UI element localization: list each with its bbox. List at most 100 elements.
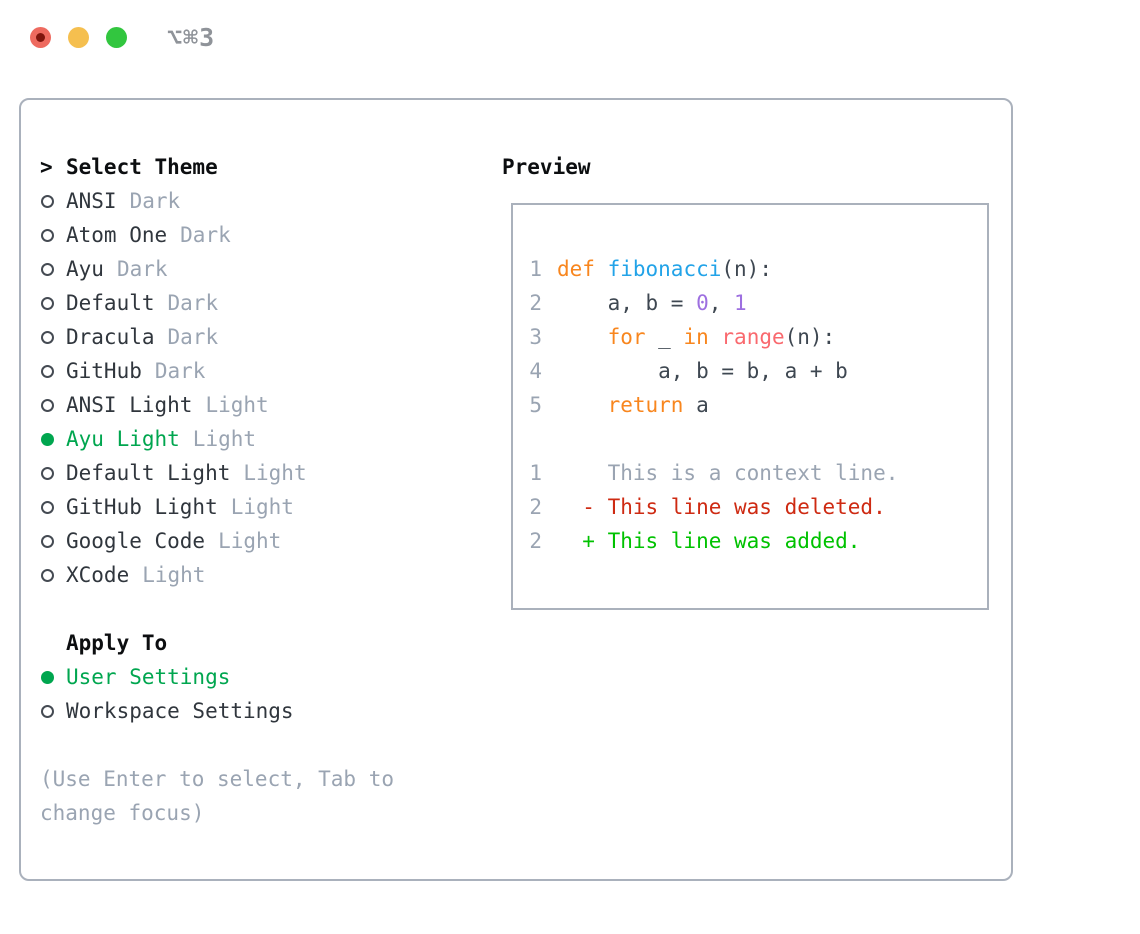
option-variant: Dark bbox=[154, 359, 206, 383]
code-line: 3 for _ in range(n): bbox=[529, 320, 987, 354]
line-content: a, b = 0, 1 bbox=[557, 291, 747, 315]
theme-option[interactable]: Ayu Dark bbox=[40, 252, 394, 286]
option-label: Ayu bbox=[66, 257, 104, 281]
theme-option[interactable]: ANSI Light Light bbox=[40, 388, 394, 422]
option-label: XCode bbox=[66, 563, 130, 587]
option-variant: Light bbox=[192, 427, 257, 451]
theme-option[interactable]: Default Dark bbox=[40, 286, 394, 320]
theme-picker-window: > Select Theme ANSI Dark Atom One Dark A… bbox=[19, 98, 1013, 881]
option-label: Workspace Settings bbox=[66, 699, 294, 723]
apply-to-title: Apply To bbox=[66, 631, 168, 655]
line-content: a, b = b, a + b bbox=[557, 359, 848, 383]
line-number: 2 bbox=[529, 529, 542, 553]
code-token-ctx: This is a context line. bbox=[557, 461, 899, 485]
theme-list: ANSI Dark Atom One Dark Ayu Dark Default… bbox=[40, 184, 394, 592]
zoom-button[interactable] bbox=[106, 26, 127, 48]
code-token-builtin: range bbox=[721, 325, 785, 349]
line-content: for _ in range(n): bbox=[557, 325, 836, 349]
option-gutter bbox=[40, 534, 66, 548]
option-label: ANSI Light bbox=[66, 393, 193, 417]
close-button[interactable] bbox=[30, 26, 51, 48]
line-number: 2 bbox=[529, 291, 542, 315]
option-variant: Light bbox=[243, 461, 307, 485]
select-theme-title: Select Theme bbox=[66, 155, 218, 179]
line-content: - This line was deleted. bbox=[557, 495, 885, 519]
radio-icon bbox=[41, 568, 54, 582]
theme-option[interactable]: XCode Light bbox=[40, 558, 394, 592]
radio-icon bbox=[41, 296, 54, 310]
radio-icon bbox=[41, 364, 54, 378]
line-content: + This line was added. bbox=[557, 529, 860, 553]
window-titlebar: ⌥⌘3 bbox=[30, 23, 215, 52]
code-line: 2 a, b = 0, 1 bbox=[529, 286, 987, 320]
preview-pane: 1 def fibonacci(n): 2 a, b = 0, 1 3 for … bbox=[511, 203, 989, 610]
code-token-plain: (n): bbox=[721, 257, 772, 281]
code-token-plain: , bbox=[708, 291, 735, 315]
option-label: Dracula bbox=[66, 325, 155, 349]
option-variant: Light bbox=[205, 393, 269, 417]
code-token-kw: return bbox=[607, 393, 684, 417]
code-token-plain bbox=[709, 325, 722, 349]
preview-header: Preview bbox=[502, 150, 989, 184]
apply-option[interactable]: User Settings bbox=[40, 660, 394, 694]
line-content: return a bbox=[557, 393, 709, 417]
option-gutter bbox=[40, 568, 66, 582]
option-label: ANSI bbox=[66, 189, 117, 213]
section-gap bbox=[40, 728, 394, 762]
option-variant: Light bbox=[218, 529, 282, 553]
help-line-2: change focus) bbox=[40, 801, 205, 825]
theme-option[interactable]: Default Light Light bbox=[40, 456, 394, 490]
code-line: 1 This is a context line. bbox=[529, 456, 987, 490]
radio-icon bbox=[41, 330, 54, 344]
code-token-plain: a, b = bbox=[557, 291, 697, 315]
radio-icon bbox=[41, 670, 54, 684]
option-gutter bbox=[40, 398, 66, 412]
preview-title: Preview bbox=[502, 155, 591, 179]
option-variant: Dark bbox=[167, 325, 219, 349]
select-theme-header: > Select Theme bbox=[40, 150, 394, 184]
code-token-plain: (n): bbox=[784, 325, 836, 349]
option-gutter bbox=[40, 704, 66, 718]
code-line: 1 def fibonacci(n): bbox=[529, 252, 987, 286]
code-token-add: + This line was added. bbox=[557, 529, 861, 553]
radio-icon bbox=[41, 194, 54, 208]
code-line bbox=[529, 422, 987, 456]
help-text: (Use Enter to select, Tab to change focu… bbox=[40, 762, 394, 830]
theme-option[interactable]: Dracula Dark bbox=[40, 320, 394, 354]
option-variant: Dark bbox=[116, 257, 168, 281]
line-content: def fibonacci(n): bbox=[557, 257, 772, 281]
line-number: 4 bbox=[529, 359, 542, 383]
code-line: 2 - This line was deleted. bbox=[529, 490, 987, 524]
code-token-plain: a bbox=[683, 393, 709, 417]
line-content: This is a context line. bbox=[557, 461, 899, 485]
code-token-num: 1 bbox=[734, 291, 747, 315]
option-gutter bbox=[40, 330, 66, 344]
theme-option[interactable]: GitHub Light Light bbox=[40, 490, 394, 524]
minimize-button[interactable] bbox=[68, 26, 89, 48]
option-gutter bbox=[40, 500, 66, 514]
theme-option[interactable]: GitHub Dark bbox=[40, 354, 394, 388]
option-label: User Settings bbox=[66, 665, 231, 689]
option-label: Ayu Light bbox=[66, 427, 180, 451]
code-line: 2 + This line was added. bbox=[529, 524, 987, 558]
line-number: 1 bbox=[529, 257, 542, 281]
apply-to-header: Apply To bbox=[40, 626, 394, 660]
radio-icon bbox=[41, 466, 54, 480]
theme-option[interactable]: ANSI Dark bbox=[40, 184, 394, 218]
option-gutter bbox=[40, 466, 66, 480]
theme-option[interactable]: Google Code Light bbox=[40, 524, 394, 558]
option-variant: Light bbox=[142, 563, 206, 587]
option-label: GitHub Light bbox=[66, 495, 218, 519]
theme-option[interactable]: Ayu Light Light bbox=[40, 422, 394, 456]
option-label: Atom One bbox=[66, 223, 168, 247]
line-number: 3 bbox=[529, 325, 542, 349]
code-token-plain bbox=[595, 257, 608, 281]
code-token-plain: a, b = b, a + b bbox=[557, 359, 848, 383]
option-variant: Dark bbox=[129, 189, 181, 213]
code-line: 5 return a bbox=[529, 388, 987, 422]
apply-option[interactable]: Workspace Settings bbox=[40, 694, 394, 728]
option-gutter bbox=[40, 670, 66, 684]
code-token-num: 0 bbox=[696, 291, 709, 315]
theme-option[interactable]: Atom One Dark bbox=[40, 218, 394, 252]
option-gutter bbox=[40, 296, 66, 310]
